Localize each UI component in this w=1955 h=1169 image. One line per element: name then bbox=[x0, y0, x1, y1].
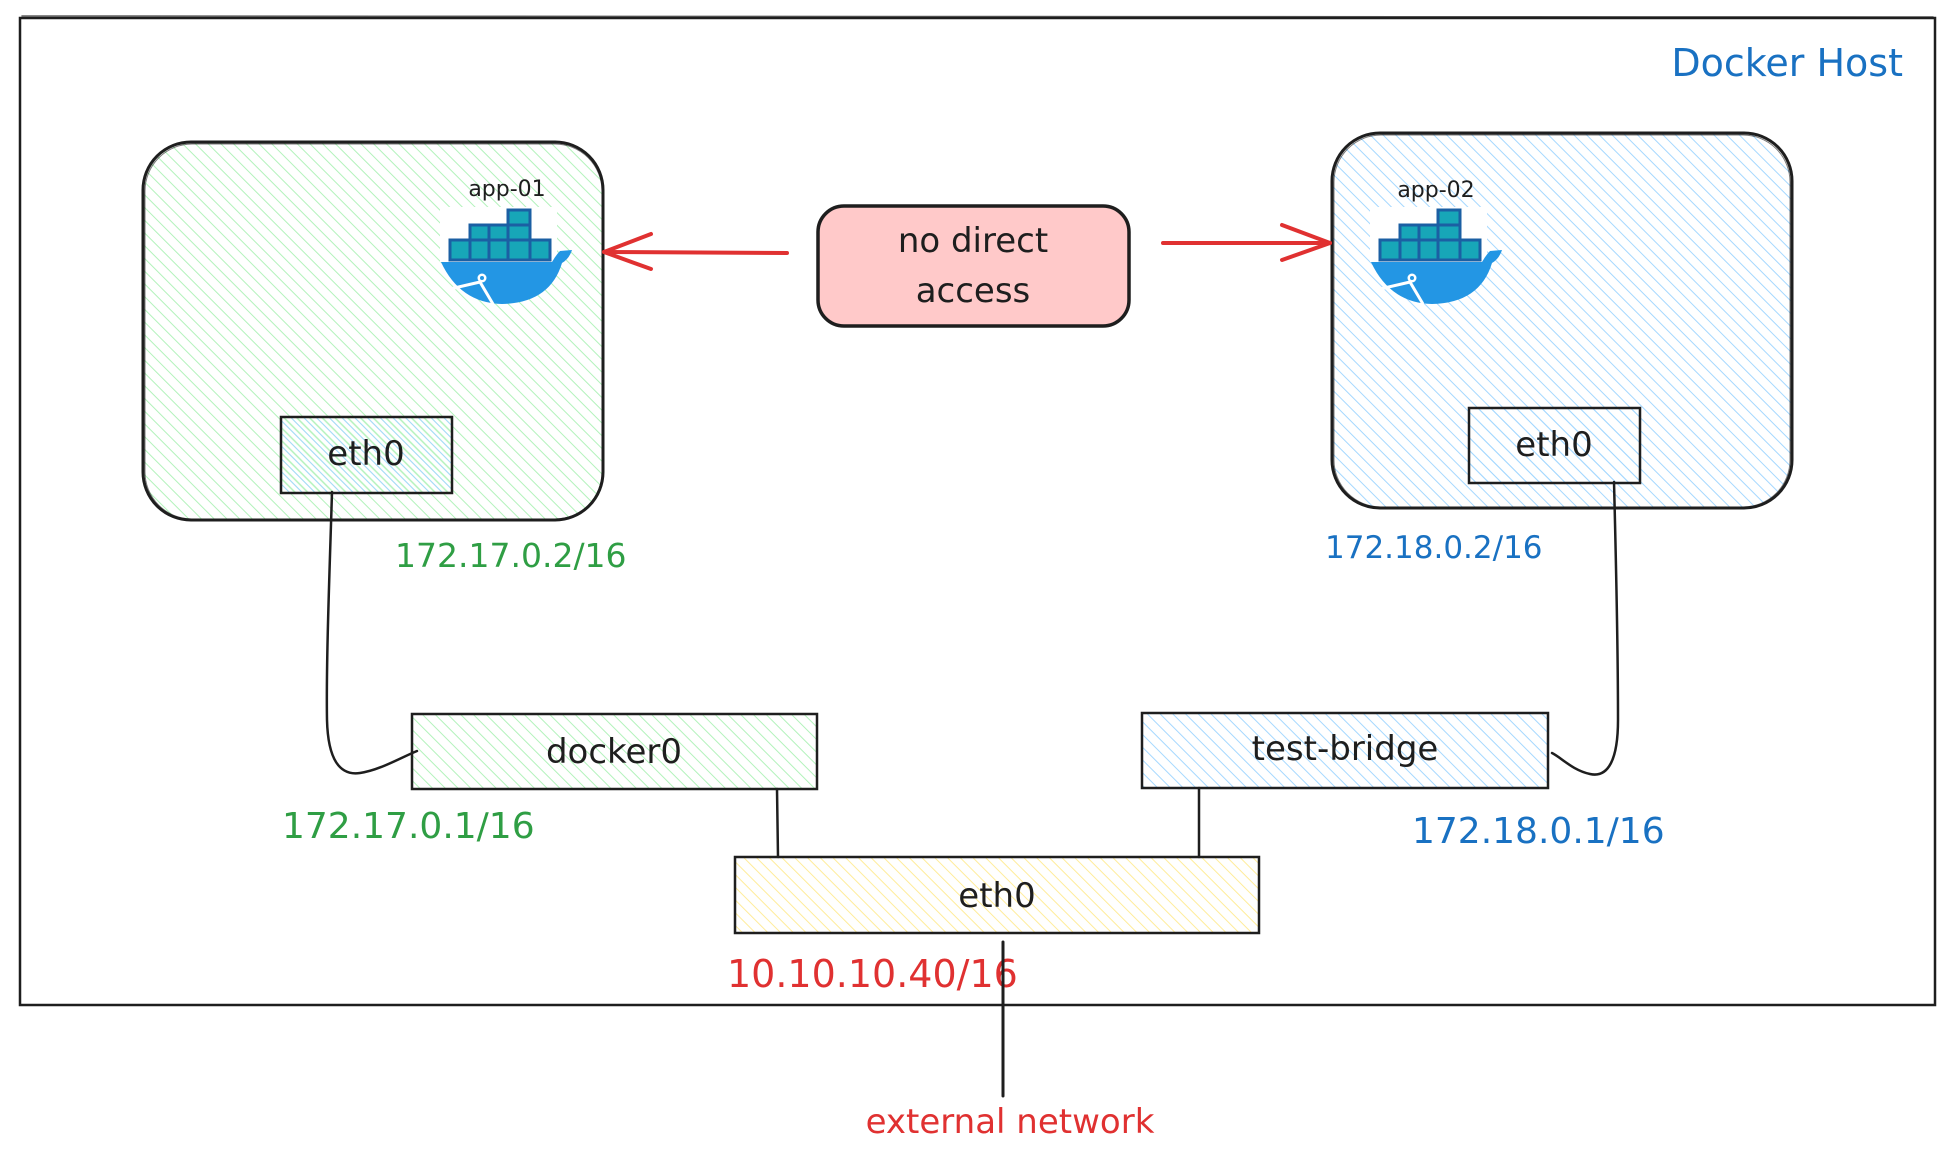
container-interface-label: eth0 bbox=[327, 434, 404, 474]
arrow-to-app-02 bbox=[1161, 223, 1332, 262]
bridge-test-bridge[interactable] bbox=[1140, 711, 1550, 790]
container-interface-label: eth0 bbox=[1515, 425, 1592, 465]
container-name-app-01: app-01 bbox=[468, 177, 545, 202]
wire-app-02-to-test-bridge bbox=[1550, 480, 1620, 776]
wire-docker0-to-host-eth0 bbox=[775, 787, 780, 859]
host-interface-eth0[interactable] bbox=[733, 855, 1261, 935]
no-direct-access-note bbox=[816, 204, 1131, 328]
bridge-ip-test-bridge: 172.18.0.1/16 bbox=[1412, 811, 1665, 852]
wire-app-01-to-docker0 bbox=[325, 490, 419, 775]
container-interface-app-01-eth0[interactable] bbox=[279, 415, 454, 495]
container-ip-app-02: 172.18.0.2/16 bbox=[1325, 530, 1543, 566]
bridge-docker0[interactable] bbox=[410, 712, 819, 791]
bridge-label-docker0: docker0 bbox=[546, 732, 682, 772]
arrow-to-app-01 bbox=[602, 232, 789, 271]
bridge-ip-docker0: 172.17.0.1/16 bbox=[282, 806, 535, 847]
container-ip-app-01: 172.17.0.2/16 bbox=[395, 536, 627, 575]
note-line-2: access bbox=[916, 271, 1031, 311]
docker-host-label: Docker Host bbox=[1671, 41, 1903, 85]
note-line-1: no direct bbox=[898, 221, 1048, 261]
docker-host-box bbox=[18, 15, 1937, 1007]
host-interface-ip: 10.10.10.40/16 bbox=[727, 952, 1018, 996]
bridge-label-test-bridge: test-bridge bbox=[1252, 729, 1439, 769]
host-interface-label: eth0 bbox=[958, 876, 1035, 916]
container-name-app-02: app-02 bbox=[1397, 178, 1474, 203]
external-network-label: external network bbox=[866, 1102, 1155, 1142]
container-interface-app-02-eth0[interactable] bbox=[1467, 406, 1642, 485]
